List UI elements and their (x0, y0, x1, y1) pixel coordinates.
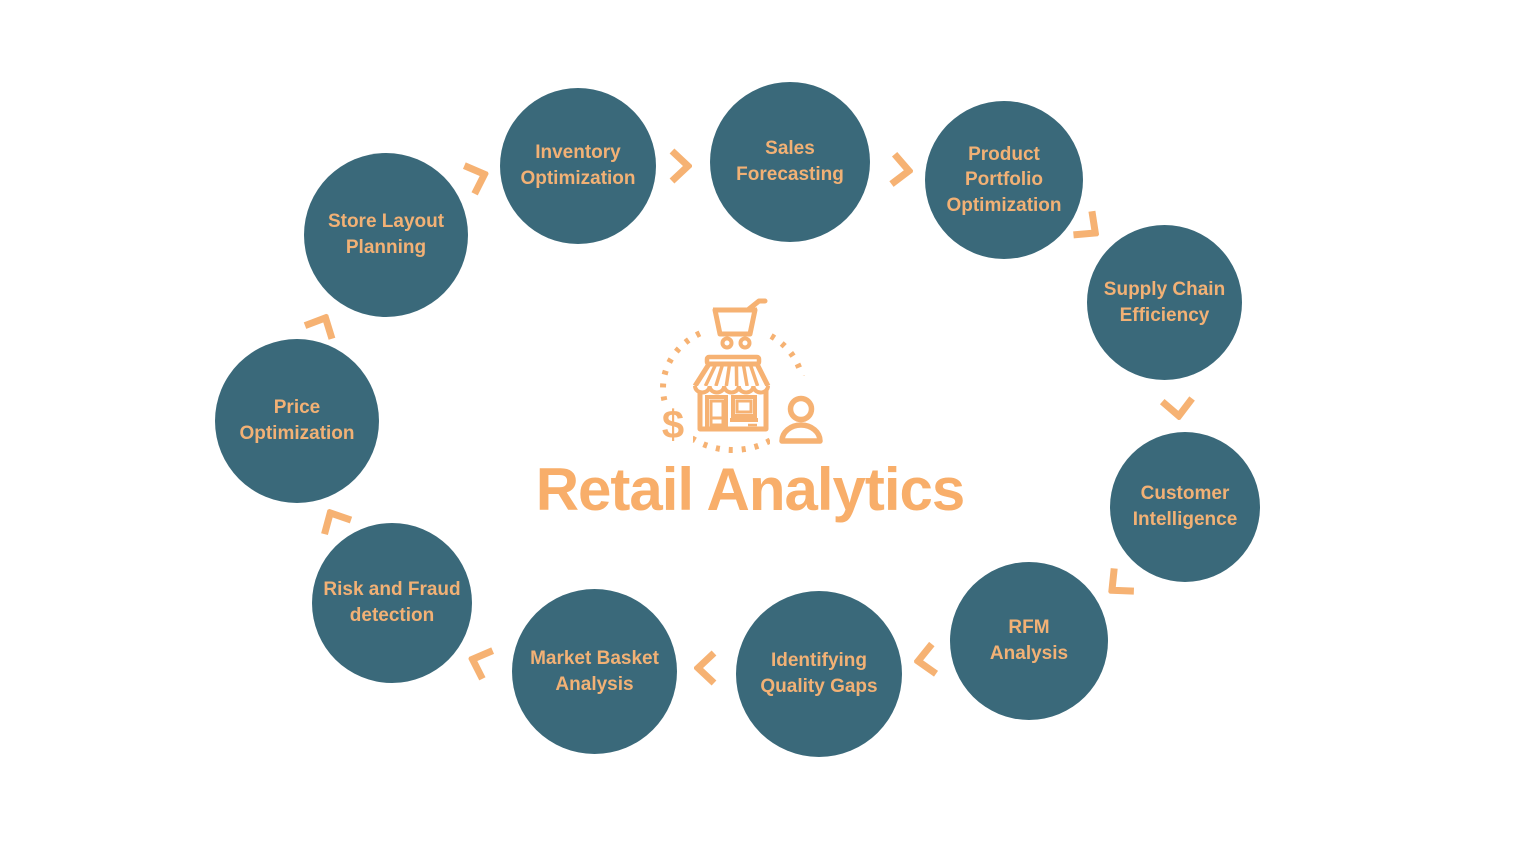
chevron-arrow-8-icon (694, 650, 718, 686)
chevron-arrow-9-icon (463, 641, 498, 683)
chevron-arrow-4-icon (1068, 206, 1109, 249)
dollar-sign: $ (662, 403, 684, 447)
chevron-arrow-6-icon (1097, 564, 1139, 607)
cycle-node-label: Risk and Fraud detection (323, 579, 461, 626)
cycle-node-store-layout-planning: Store Layout Planning (304, 153, 468, 317)
cycle-node-label: RFM Analysis (989, 617, 1069, 664)
cycle-node-supply-chain-efficiency: Supply Chain Efficiency (1087, 225, 1242, 380)
shopping-cart-icon (712, 298, 768, 350)
chevron-arrow-1-icon (460, 156, 495, 198)
cycle-node-identifying-quality-gaps: Identifying Quality Gaps (736, 591, 902, 757)
storefront-icon (692, 354, 771, 432)
chevron-arrow-10-icon (312, 501, 355, 539)
cycle-node-label: Market Basket Analysis (530, 647, 659, 695)
diagram-title: Retail Analytics (535, 456, 966, 523)
cycle-node-label: Price Optimization (239, 397, 355, 444)
chevron-arrow-3-icon (887, 151, 915, 189)
cycle-node-label: Identifying Quality Gaps (760, 650, 878, 697)
cycle-node-sales-forecasting: Sales Forecasting (710, 82, 870, 242)
cycle-node-price-optimization: Price Optimization (215, 339, 379, 503)
cycle-node-rfm-analysis: RFM Analysis (950, 562, 1108, 720)
cycle-node-label: Inventory Optimization (520, 142, 636, 189)
chevron-arrow-7-icon (912, 641, 941, 680)
chevron-arrow-11-icon (301, 306, 344, 343)
retail-store-icon: $ (659, 298, 832, 453)
cycle-node-customer-intelligence: Customer Intelligence (1110, 432, 1260, 582)
cycle-node-market-basket-analysis: Market Basket Analysis (512, 589, 677, 754)
cycle-node-product-portfolio-optimization: Product Portfolio Optimization (925, 101, 1083, 259)
cycle-node-label: Supply Chain Efficiency (1103, 278, 1226, 326)
cycle-node-label: Product Portfolio Optimization (946, 143, 1062, 216)
chevron-arrow-2-icon (668, 148, 692, 184)
cycle-node-label: Sales Forecasting (736, 138, 844, 185)
person-icon (779, 395, 823, 444)
cycle-node-label: Store Layout Planning (327, 211, 445, 258)
chevron-arrow-5-icon (1159, 394, 1197, 422)
cycle-node-inventory-optimization: Inventory Optimization (500, 88, 656, 244)
cycle-node-risk-and-fraud-detection: Risk and Fraud detection (312, 523, 472, 683)
cycle-node-label: Customer Intelligence (1132, 483, 1238, 530)
